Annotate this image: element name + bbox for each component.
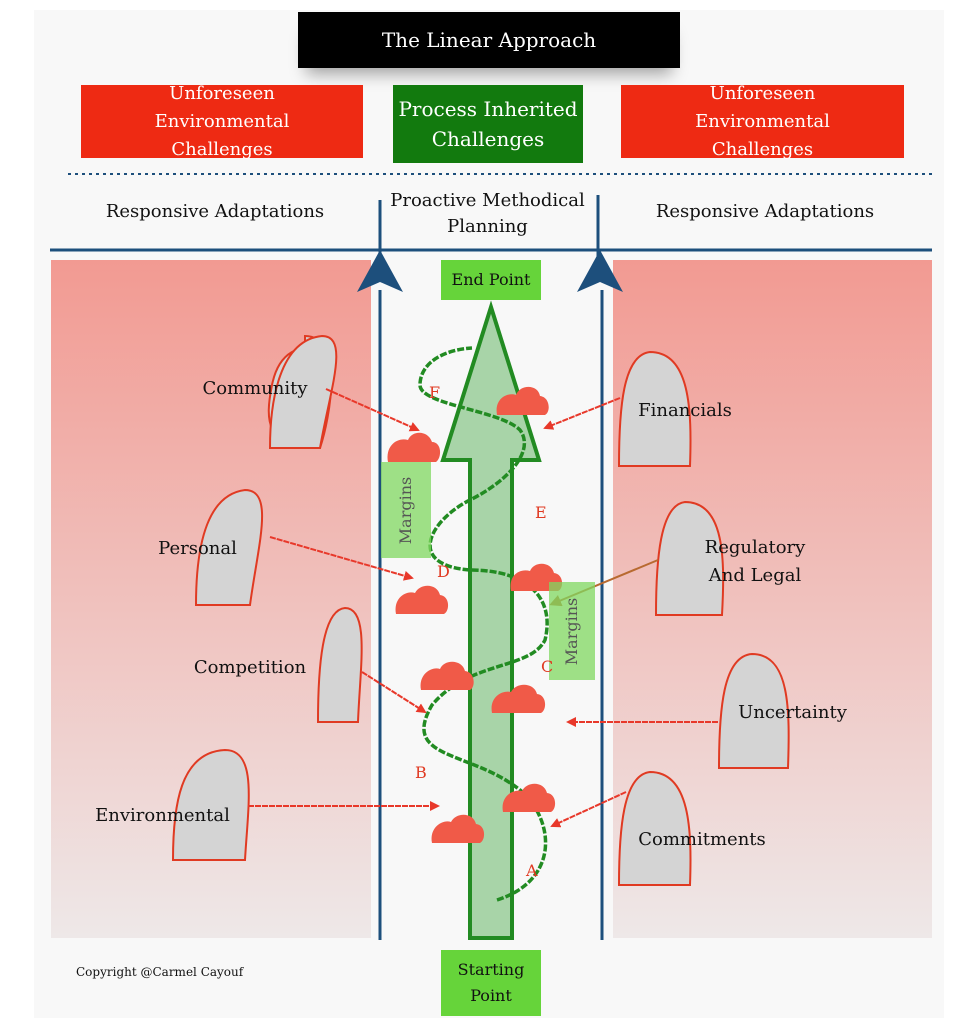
red-cloud-a: [431, 814, 485, 843]
path-letter-a: A: [526, 861, 538, 880]
red-cloud-b-right: [502, 783, 556, 812]
central-arrow: [440, 300, 542, 940]
red-cloud-d: [395, 585, 449, 614]
factor-personal: Personal: [158, 538, 237, 559]
red-cloud-c-right: [491, 684, 546, 713]
left-margins-label: Margins: [396, 476, 416, 544]
arrow-commitments: [550, 791, 627, 828]
path-letter-d: D: [437, 562, 450, 581]
left-challenge-box: Unforeseen Environmental Challenges: [81, 83, 363, 160]
factor-community: Community: [202, 378, 308, 399]
cloud-competition-shape: [316, 606, 363, 723]
cloud-personal-shape: [194, 488, 264, 606]
arrow-financials: [543, 397, 621, 430]
cloud-financials-shape: [617, 350, 692, 467]
factor-environmental: Environmental: [95, 805, 230, 826]
end-point-label: End Point: [451, 270, 531, 289]
starting-point-box: Starting Point: [441, 950, 541, 1016]
left-challenge-label: Unforeseen Environmental Challenges: [154, 82, 290, 160]
path-letter-c: C: [541, 657, 554, 676]
path-letter-e: E: [535, 503, 547, 522]
right-challenge-box: Unforeseen Environmental Challenges: [621, 83, 904, 160]
copyright-text: Copyright @Carmel Cayouf: [76, 965, 244, 979]
cloud-regulatory-shape: [654, 500, 725, 616]
center-challenge-label: Process Inherited Challenges: [398, 97, 578, 151]
center-challenge-box: Process Inherited Challenges: [393, 85, 583, 163]
red-cloud-top: [496, 386, 549, 415]
starting-point-label: Starting Point: [457, 960, 525, 1005]
factor-financials: Financials: [638, 400, 732, 421]
right-challenge-label: Unforeseen Environmental Challenges: [695, 82, 830, 160]
left-header: Responsive Adaptations: [105, 201, 325, 222]
left-lane-arrowhead: [357, 250, 403, 292]
right-margins-label: Margins: [562, 597, 582, 665]
arrow-personal: [269, 536, 414, 581]
red-cloud-c-left: [420, 661, 474, 690]
factor-competition: Competition: [193, 657, 307, 678]
factor-commitments: Commitments: [638, 829, 766, 850]
right-header: Responsive Adaptations: [655, 201, 875, 222]
left-margins-box: Margins: [381, 462, 431, 558]
path-letter-b: B: [415, 763, 427, 782]
center-header: Proactive Methodical Planning: [390, 190, 585, 237]
cloud-environmental-shape: [171, 748, 250, 861]
factor-uncertainty: Uncertainty: [738, 702, 847, 723]
arrow-community: [325, 388, 420, 432]
right-lane-arrowhead: [577, 250, 623, 292]
red-cloud-f: [387, 432, 441, 462]
cloud-uncertainty-shape: [717, 652, 790, 769]
cloud-community-shape: [267, 334, 338, 450]
end-point-box: End Point: [441, 260, 541, 300]
arrow-competition: [361, 671, 427, 714]
cloud-commitments-shape: [617, 770, 692, 886]
diagram-title: The Linear Approach: [298, 12, 680, 68]
right-margins-box: Margins: [549, 582, 595, 680]
path-letter-f: F: [429, 383, 441, 402]
factor-regulatory: Regulatory And Legal: [704, 537, 806, 586]
